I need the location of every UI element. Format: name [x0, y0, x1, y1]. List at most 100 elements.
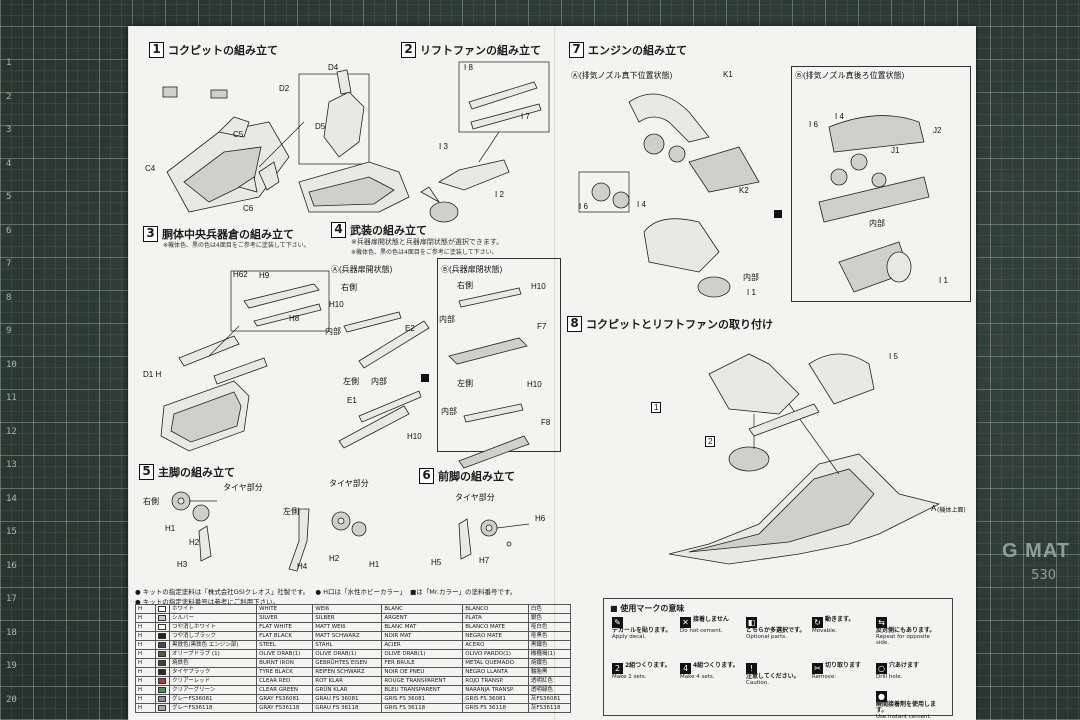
mat-ruler-number: 14 [6, 493, 17, 504]
step-1-number: 1 [149, 42, 164, 58]
color-name-de: REIFEN SCHWARZ [312, 667, 383, 677]
color-name-en: TYRE BLACK [256, 667, 314, 677]
step-2-title: 2 リフトファンの組み立て [401, 42, 541, 58]
color-name-jp: シルバー [168, 613, 258, 623]
color-swatch-cell [155, 667, 170, 677]
s2-label-i7: I 7 [521, 112, 530, 121]
s3-label-h8: H8 [289, 314, 300, 323]
mat-number: 530 [1031, 568, 1056, 583]
step-4-number: 4 [331, 222, 346, 238]
s1-label-c4: C4 [145, 164, 156, 173]
mat-ruler-number: 15 [6, 527, 17, 537]
color-name-es: NEGRO LLANTA [462, 667, 529, 677]
color-name-jp: クリアーグリーン [168, 685, 258, 695]
mat-ruler-number: 10 [6, 359, 17, 370]
color-name-jp: つや消しホワイト [168, 622, 258, 632]
symbol-icon: ✂ [812, 663, 823, 674]
color-name-en: WHITE [256, 604, 314, 614]
s6-label-h7: H7 [479, 556, 490, 565]
mat-ruler-number: 5 [6, 192, 12, 202]
s6-label-h6: H6 [535, 514, 546, 523]
color-name-es: GRIS FS 36081 [462, 694, 529, 704]
color-name-es: ROJO TRANSP. [462, 676, 529, 686]
s4-label-inner-d: 内部 [441, 407, 457, 416]
s2-label-i2: I 2 [495, 190, 504, 199]
color-code-cell: H [135, 604, 156, 614]
s5-label-h4: H4 [297, 562, 308, 571]
step-4b-title: Ⓑ(兵器扉閉状態) [441, 265, 503, 274]
step-4-note-2: ※機体色、黒の色は4面目をご参考に塗装して下さい。 [351, 249, 498, 256]
color-name-jp: クリアーレッド [168, 676, 258, 686]
step-7-number: 7 [569, 42, 584, 58]
mat-ruler-number: 13 [6, 460, 17, 470]
step-5-title: 5 主脚の組み立て [139, 464, 235, 480]
step-4a-title: Ⓐ(兵器扉開状態) [331, 265, 393, 274]
s7-label-inner-a: 内部 [743, 273, 759, 282]
color-name-es: GRIS FS 36118 [462, 703, 529, 713]
color-name-fr: NOIR MAT [381, 631, 464, 641]
step-6-title: 6 前脚の組み立て [419, 468, 515, 484]
symbol-legend-title-text: 使用マークの意味 [620, 604, 685, 613]
step-8-illustration [668, 353, 941, 565]
color-name-cn: 灰FS36118 [527, 703, 572, 713]
color-name-jp: ホワイト [168, 604, 258, 614]
mat-ruler-number: 11 [6, 393, 17, 403]
mat-ruler-number: 3 [6, 125, 12, 135]
color-code-cell: H [135, 658, 156, 668]
s5-label-tire: タイヤ部分 [223, 483, 263, 492]
s7-label-i6-a: I 6 [579, 202, 588, 211]
s5-label-h1-b: H1 [369, 560, 380, 569]
color-code-cell: H [135, 613, 156, 623]
color-swatch [158, 641, 166, 648]
symbol-icon: ○ [876, 663, 887, 674]
symbol-sublabel: Make 2 sets. [612, 674, 647, 680]
color-swatch-cell [155, 658, 170, 668]
color-swatch [158, 650, 166, 657]
step-4b-label: (兵器扉閉状態) [449, 265, 503, 274]
color-swatch-cell [155, 649, 170, 659]
s4-label-left-b: 左側 [457, 379, 473, 388]
color-name-jp: オリーブドラブ (1) [168, 649, 258, 659]
color-name-en: OLIVE DRAB(1) [256, 649, 314, 659]
instruction-sheet: 1 コクピットの組み立て D4 D2 D5 C5 C4 C6 2 リフトファンの… [128, 26, 976, 720]
s4-label-h10-b: H10 [407, 432, 422, 441]
color-name-de: STAHL [312, 640, 383, 650]
color-name-fr: GRIS FS 36118 [381, 703, 464, 713]
color-swatch-cell [155, 676, 170, 686]
symbol-icon: ✕ [680, 617, 691, 628]
mat-ruler-number: 4 [6, 158, 12, 169]
color-name-cn: 哑白色 [527, 622, 572, 632]
symbol-label: 穴あけます [889, 662, 920, 669]
color-name-de: GRAU FS 36081 [312, 694, 383, 704]
step-4a-label: (兵器扉開状態) [339, 265, 393, 274]
color-name-jp: 焼鉄色 [168, 658, 258, 668]
symbol-legend-item: ◧どちらか多選択です。Optional parts. [746, 617, 808, 659]
color-swatch [158, 668, 166, 675]
color-name-es: BLANCO MATE [462, 622, 529, 632]
symbol-label: どちらか多選択です。 [746, 627, 806, 634]
s5-label-h2-b: H2 [329, 554, 340, 563]
s7-label-i1-b: I 1 [939, 276, 948, 285]
s5-label-h3: H3 [177, 560, 188, 569]
s4-label-e2: E2 [405, 324, 415, 333]
s7-label-i1-a: I 1 [747, 288, 756, 297]
color-swatch-cell [155, 703, 170, 713]
symbol-sublabel: Drill hole. [876, 674, 903, 680]
color-name-es: NEGRO MATE [462, 631, 529, 641]
symbol-icon: ! [746, 663, 757, 674]
color-name-en: FLAT WHITE [256, 622, 314, 632]
step-6-label: 前脚の組み立て [438, 470, 515, 483]
color-code-cell: H [135, 694, 156, 704]
color-swatch-cell [155, 622, 170, 632]
step-5-label: 主脚の組み立て [158, 466, 235, 479]
color-swatch-cell [155, 685, 170, 695]
s1-label-d5: D5 [315, 122, 326, 131]
symbol-sublabel: Use instant cement. [876, 714, 932, 720]
symbol-sublabel: Optional parts. [746, 634, 787, 640]
color-name-fr: NOIR DE PNEU [381, 667, 464, 677]
s1-label-d2: D2 [279, 84, 290, 93]
